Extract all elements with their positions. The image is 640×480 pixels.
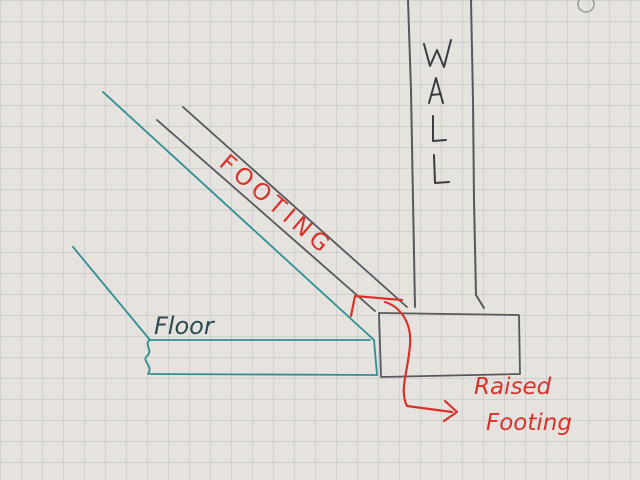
floor-lines (72, 91, 378, 376)
wall (407, 0, 485, 309)
red-arrow-head (442, 399, 459, 423)
wall-letter-l2 (433, 154, 450, 184)
raised-footing-marker (349, 294, 459, 423)
red-bracket (349, 294, 404, 318)
wall-left-edge (407, 0, 416, 308)
raised-label-line1: Raised (474, 374, 552, 400)
floor-bottom-edge (149, 373, 378, 376)
red-callout-line (383, 300, 454, 414)
raised-label-line2: Footing (486, 410, 572, 436)
wall-letter-l1 (432, 115, 447, 142)
floor-break-symbol (144, 339, 151, 375)
wall-right-edge (470, 0, 485, 309)
wall-label (423, 39, 452, 184)
floor-end (373, 339, 378, 376)
footing-slope (156, 106, 408, 312)
wall-letter-w (423, 39, 452, 68)
raised-footing-label: Raised Footing (474, 374, 572, 436)
page-hole (577, 0, 595, 13)
wall-letter-a (428, 77, 444, 104)
teal-short-slope (72, 246, 151, 341)
floor-label: Floor (154, 312, 216, 340)
teal-long-slope (102, 91, 375, 341)
footing-slope-inner (156, 119, 376, 312)
footing-slope-outer (182, 106, 408, 308)
raised-footing-block (378, 312, 521, 378)
